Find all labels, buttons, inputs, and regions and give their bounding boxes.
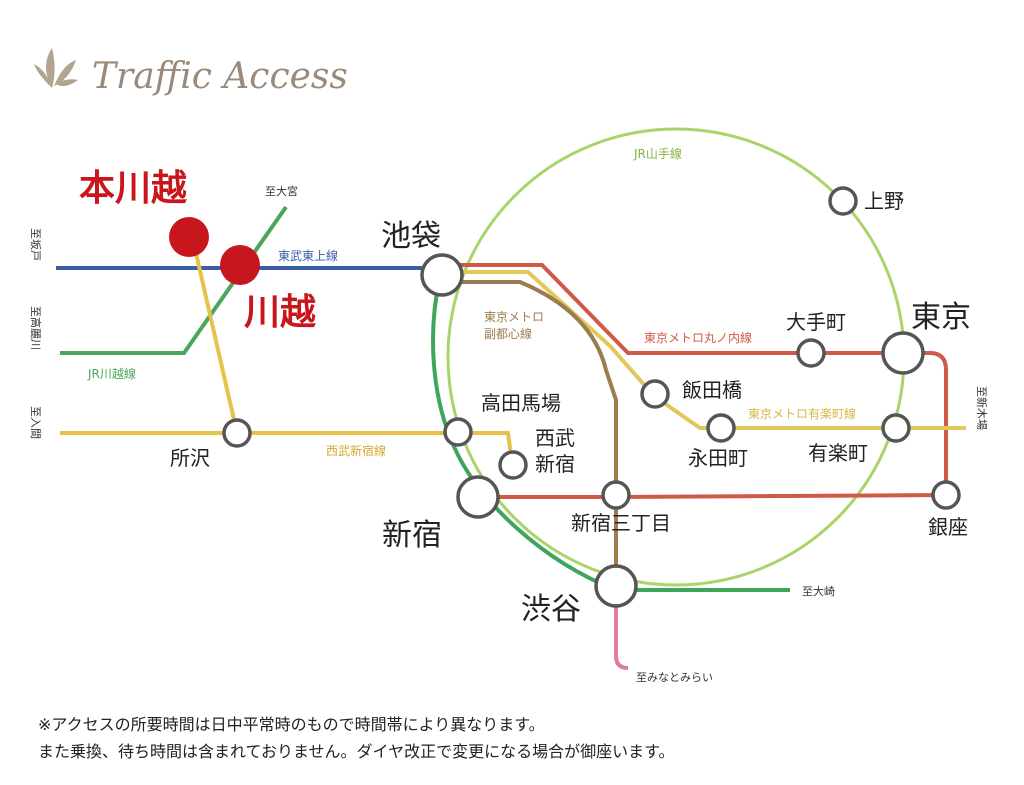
leaf-ornament-icon: [34, 48, 78, 88]
label-metro-fukutoshin-1: 東京メトロ: [484, 310, 544, 324]
label-otemachi: 大手町: [786, 310, 846, 334]
label-seibu-shinjuku-2: 新宿: [535, 452, 575, 476]
note-line-1: ※アクセスの所要時間は日中平常時のもので時間帯により異なります。: [38, 715, 545, 734]
station-otemachi: [796, 338, 826, 368]
label-ikebukuro: 池袋: [381, 219, 441, 254]
station-kawagoe: [220, 245, 260, 285]
label-seibu-shinjuku-1: 西武: [535, 426, 575, 450]
metro-fukutoshin-line: [442, 280, 618, 590]
label-nagatacho: 永田町: [688, 446, 748, 470]
label-jr-kawagoe: JR川越線: [87, 366, 136, 381]
page-title: Traffic Access: [92, 56, 348, 97]
label-metro-marunouchi: 東京メトロ丸ノ内線: [644, 330, 752, 345]
dir-to-iruma: 至入間: [29, 406, 42, 439]
dir-to-komagawa: 至高麗川: [29, 306, 43, 350]
label-seibu-shinjuku-line: 西武新宿線: [326, 443, 386, 458]
label-metro-fukutoshin-2: 副都心線: [484, 326, 532, 341]
dir-to-sakado: 至坂戸: [29, 228, 42, 261]
dir-to-minatomirai: 至みなとみらい: [636, 671, 713, 684]
label-yurakucho: 有楽町: [808, 441, 868, 465]
metro-yurakucho-line: [442, 270, 966, 430]
header: Traffic Access: [34, 48, 348, 97]
label-hon-kawagoe: 本川越: [79, 167, 188, 209]
label-tokyo: 東京: [911, 300, 971, 335]
station-nagatacho: [706, 413, 736, 443]
station-ginza: [931, 480, 961, 510]
label-iidabashi: 飯田橋: [682, 378, 742, 402]
station-takadanobaba: [443, 417, 473, 447]
station-iidabashi: [640, 379, 670, 409]
station-ikebukuro: [420, 253, 464, 297]
station-tokorozawa: [222, 418, 252, 448]
dir-to-omiya: 至大宮: [265, 184, 298, 198]
station-ueno: [828, 186, 858, 216]
label-tokorozawa: 所沢: [170, 446, 210, 470]
station-yurakucho: [881, 413, 911, 443]
station-shibuya: [594, 564, 638, 608]
station-seibu-shinjuku: [498, 450, 528, 480]
dir-to-osaki: 至大崎: [802, 584, 835, 598]
saikyo-line: [431, 276, 790, 592]
label-ginza: 銀座: [928, 515, 968, 539]
label-ueno: 上野: [864, 189, 904, 213]
label-shinjuku-sanchome: 新宿三丁目: [571, 511, 671, 535]
label-shibuya: 渋谷: [521, 592, 581, 627]
note-line-2: また乗換、待ち時間は含まれておりません。ダイヤ改正で変更になる場合が御座います。: [38, 742, 675, 761]
label-jr-yamanote: JR山手線: [633, 146, 682, 161]
label-takadanobaba: 高田馬場: [481, 391, 561, 415]
metro-marunouchi-line: [442, 263, 948, 499]
tokyu-line: [614, 590, 629, 670]
label-kawagoe: 川越: [244, 291, 317, 333]
label-shinjuku: 新宿: [382, 518, 442, 553]
station-hon-kawagoe: [169, 217, 209, 257]
station-shinjuku: [456, 475, 500, 519]
label-tobu-tojo: 東武東上線: [278, 248, 338, 263]
dir-to-shinkiba: 至新木場: [975, 386, 989, 430]
station-tokyo: [881, 331, 925, 375]
station-shinjuku-sanchome: [601, 480, 631, 510]
label-metro-yurakucho: 東京メトロ有楽町線: [748, 406, 856, 421]
